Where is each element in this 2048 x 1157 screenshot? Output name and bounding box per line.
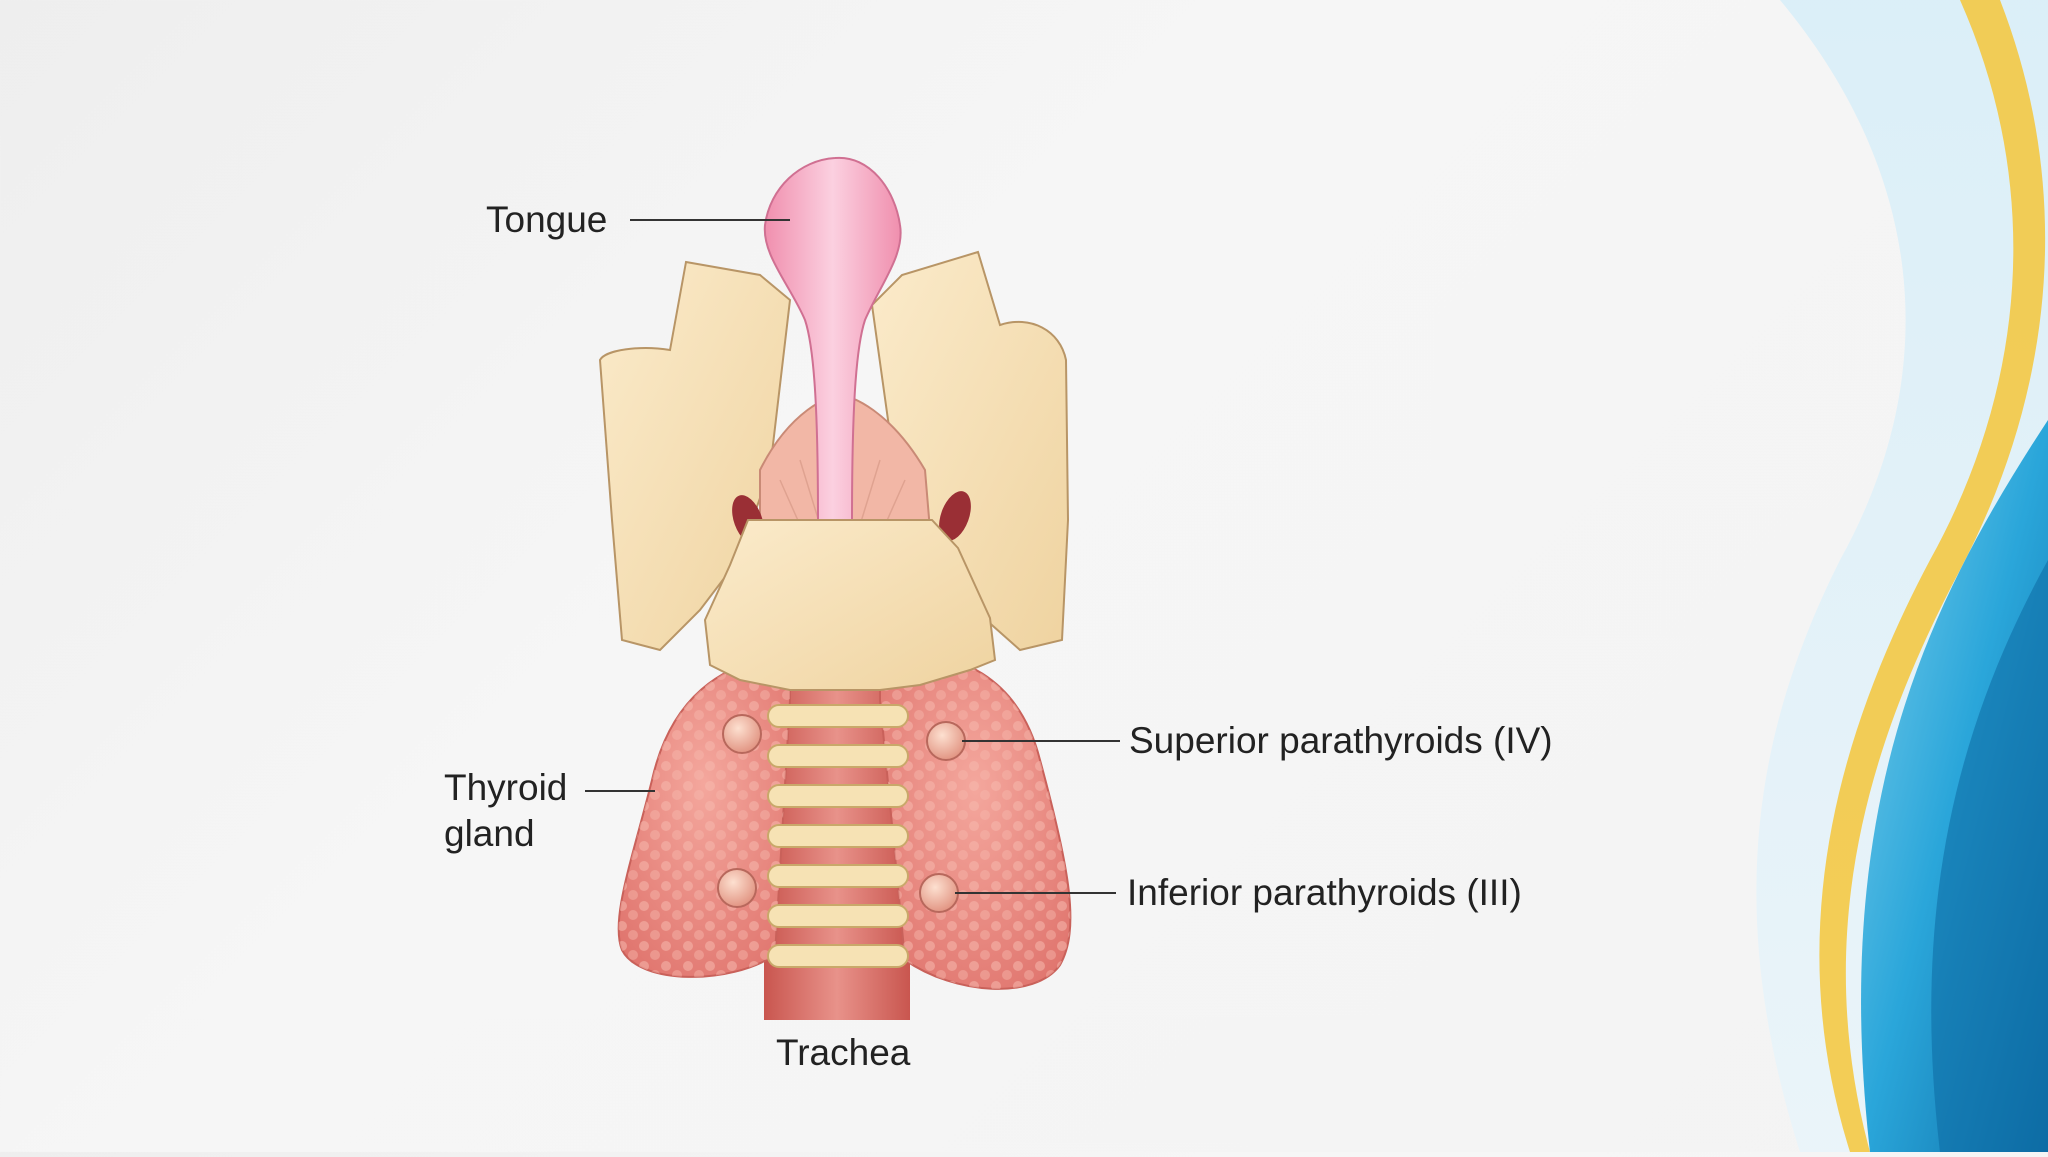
label-inferior-parathyroids: Inferior parathyroids (III) bbox=[1127, 872, 1522, 913]
label-trachea: Trachea bbox=[776, 1032, 911, 1073]
leader-lines bbox=[585, 219, 1120, 894]
inferior-parathyroid-left bbox=[717, 868, 757, 908]
label-tongue: Tongue bbox=[486, 199, 607, 240]
superior-parathyroid-right bbox=[926, 721, 966, 761]
superior-parathyroid-left bbox=[722, 714, 762, 754]
inferior-parathyroid-right bbox=[919, 873, 959, 913]
label-thyroid-line2: gland bbox=[444, 813, 535, 854]
decorative-wave bbox=[1756, 0, 2048, 1152]
cricoid-cartilage bbox=[703, 519, 997, 691]
arytenoid-right bbox=[939, 491, 971, 541]
label-thyroid-line1: Thyroid bbox=[444, 767, 567, 808]
label-superior-parathyroids: Superior parathyroids (IV) bbox=[1129, 720, 1553, 761]
tracheal-rings bbox=[767, 704, 909, 968]
